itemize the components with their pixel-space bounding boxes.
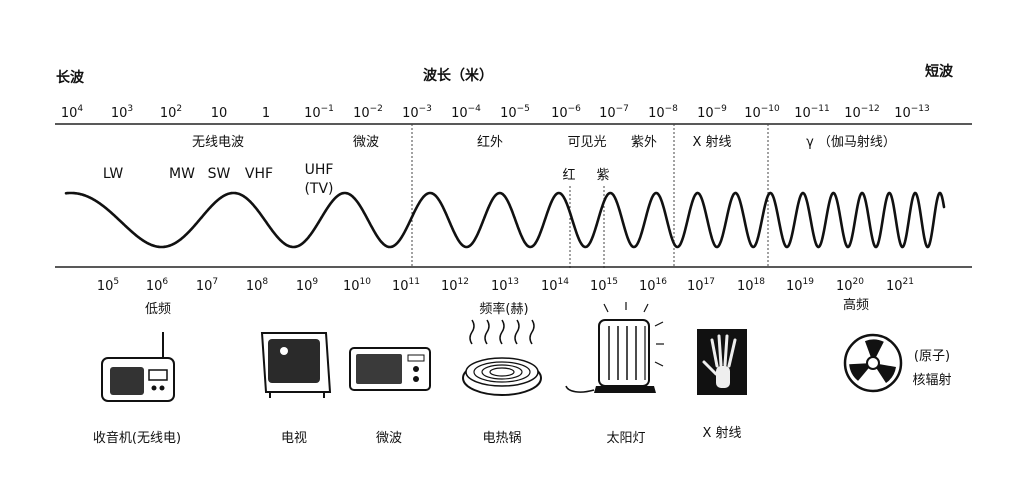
band-label-red: 红 — [562, 167, 575, 183]
low-frequency-label: 低频 — [145, 302, 171, 317]
wavelength-tick-label: 10−9 — [697, 104, 727, 121]
band-label-lw: LW — [103, 166, 124, 182]
caption-atom-line1: (原子) — [914, 349, 950, 364]
frequency-tick-label: 1018 — [737, 277, 765, 294]
frequency-tick-label: 1021 — [886, 277, 914, 294]
wavelength-tick-label: 10−8 — [648, 104, 678, 121]
region-label-microwave: 微波 — [353, 135, 379, 150]
radiation-icon — [843, 333, 903, 393]
caption-atom-line2: 核辐射 — [912, 372, 951, 388]
xray-hand-icon — [697, 329, 747, 395]
short-wave-label: 短波 — [925, 63, 954, 80]
wavelength-tick-label: 1 — [262, 106, 270, 121]
wavelength-tick-label: 10−13 — [894, 104, 930, 121]
caption-sunlamp: 太阳灯 — [606, 431, 645, 446]
caption-tv: 电视 — [281, 431, 307, 446]
frequency-tick-label: 1011 — [392, 277, 420, 294]
frequency-tick-label: 1016 — [639, 277, 667, 294]
wave-curve — [64, 191, 946, 249]
caption-xray: X 射线 — [702, 425, 741, 441]
high-frequency-label: 高频 — [843, 297, 869, 313]
wavelength-tick-label: 10−11 — [794, 104, 830, 121]
frequency-tick-labels: 105 106 107 108 109 1010 1011 1012 1013 1014 1015 1… — [97, 277, 914, 294]
wavelength-axis-title: 波长（米） — [423, 67, 493, 84]
frequency-tick-label: 105 — [97, 277, 119, 294]
frequency-tick-label: 106 — [146, 277, 169, 294]
wavelength-tick-label: 10−2 — [353, 104, 383, 121]
wavelength-tick-label: 10−5 — [500, 104, 530, 121]
wavelength-tick-label: 103 — [111, 104, 133, 121]
region-label-radio: 无线电波 — [192, 135, 244, 150]
region-label-visible: 可见光 — [567, 135, 606, 150]
caption-microwave: 微波 — [376, 431, 402, 446]
region-label-xray: X 射线 — [692, 134, 731, 150]
frequency-tick-label: 1010 — [343, 277, 371, 294]
wavelength-tick-label: 10−10 — [744, 104, 780, 121]
radio-icon — [101, 332, 175, 402]
band-label-sw: SW — [208, 166, 231, 182]
region-label-gamma: γ （伽马射线） — [806, 134, 896, 150]
region-label-infrared: 红外 — [477, 134, 503, 150]
wavelength-tick-label: 10 — [211, 106, 228, 121]
frequency-tick-label: 1012 — [441, 277, 469, 294]
frequency-tick-label: 1020 — [836, 277, 864, 294]
wavelength-tick-label: 102 — [160, 104, 182, 121]
sunlamp-icon — [565, 302, 664, 393]
region-label-ultraviolet: 紫外 — [631, 135, 657, 150]
band-label-tv: (TV) — [304, 181, 333, 197]
band-label-violet: 紫 — [596, 168, 609, 183]
caption-hotplate: 电热锅 — [482, 430, 521, 446]
frequency-tick-label: 1013 — [491, 277, 519, 294]
wavelength-tick-label: 10−1 — [304, 104, 334, 121]
hotplate-icon — [462, 319, 542, 396]
frequency-tick-label: 1017 — [687, 277, 715, 294]
band-label-uhf: UHF — [305, 162, 334, 178]
band-label-vhf: VHF — [245, 166, 273, 182]
wavelength-tick-label: 10−7 — [599, 104, 629, 121]
television-icon — [260, 332, 332, 398]
frequency-axis-title: 频率(赫) — [479, 301, 528, 317]
wavelength-tick-label: 104 — [61, 104, 84, 121]
long-wave-label: 长波 — [56, 69, 85, 86]
frequency-tick-label: 1019 — [786, 277, 814, 294]
wavelength-tick-label: 10−6 — [551, 104, 581, 121]
band-label-mw: MW — [169, 166, 195, 182]
caption-radio: 收音机(无线电) — [93, 430, 181, 446]
frequency-tick-label: 1015 — [590, 277, 618, 294]
frequency-tick-label: 1014 — [541, 277, 569, 294]
wavelength-tick-label: 10−4 — [451, 104, 481, 121]
frequency-tick-label: 109 — [296, 277, 319, 294]
frequency-tick-label: 107 — [196, 277, 218, 294]
microwave-oven-icon — [349, 347, 431, 391]
wavelength-tick-label: 10−3 — [402, 104, 432, 121]
wavelength-tick-label: 10−12 — [844, 104, 880, 121]
frequency-tick-label: 108 — [246, 277, 269, 294]
